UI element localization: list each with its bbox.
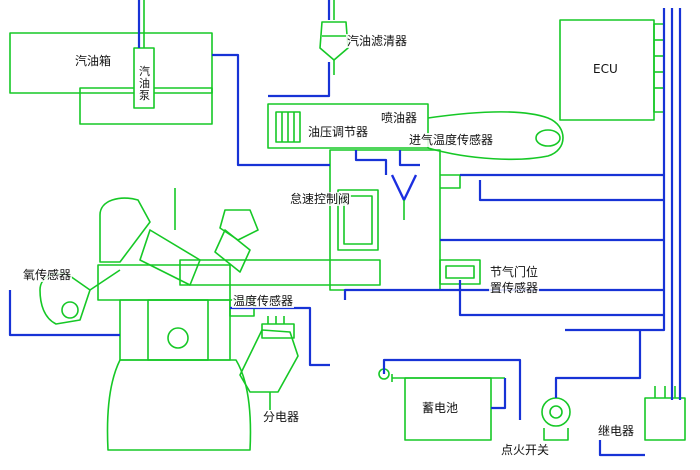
fuel-tank-label: 汽油箱: [74, 54, 113, 68]
ignition-switch: [541, 397, 571, 441]
ignition-switch-label: 点火开关: [500, 443, 551, 457]
throttle-position-sensor-label-line1: 节气门位: [489, 265, 540, 279]
engine: [97, 197, 259, 451]
throttle-body: [329, 149, 481, 291]
idle-control-valve-label: 怠速控制阀: [289, 192, 352, 206]
ecu-label: ECU: [593, 62, 618, 76]
relay-label: 继电器: [597, 424, 636, 438]
throttle-position-sensor-label-line2: 置传感器: [489, 281, 540, 295]
intake-temp-sensor-label: 进气温度传感器: [408, 133, 495, 147]
intake-plenum: [267, 103, 564, 161]
pressure-regulator-label: 油压调节器: [307, 125, 370, 139]
distributor-label: 分电器: [262, 410, 301, 424]
distributor: [239, 316, 299, 410]
fuel-filter-label: 汽油滤清器: [346, 34, 409, 48]
battery-label: 蓄电池: [422, 401, 459, 415]
temperature-sensor-label: 温度传感器: [232, 294, 295, 308]
oxygen-sensor-label: 氧传感器: [22, 268, 73, 282]
fuel-pump-label: 汽油泵: [137, 65, 152, 102]
relay: [644, 386, 686, 441]
intake-runner: [139, 188, 381, 286]
fuel-filter: [319, 0, 349, 75]
wiring: [8, 0, 682, 457]
injector-label: 喷油器: [380, 111, 419, 125]
